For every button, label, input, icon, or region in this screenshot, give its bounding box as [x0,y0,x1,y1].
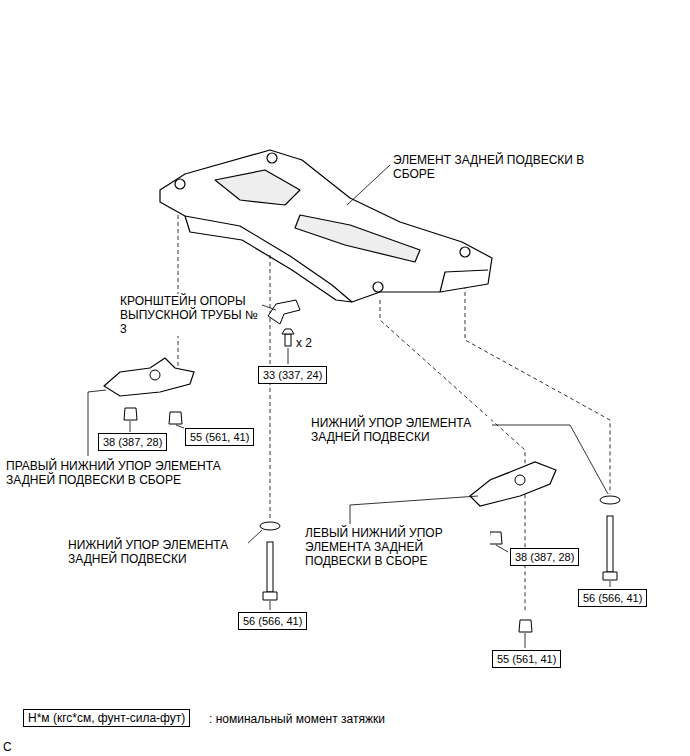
torque-value: 56 (566, 41) [583,592,642,604]
part-label: ЭЛЕМЕНТ ЗАДНЕЙ ПОДВЕСКИ В СБОРЕ [393,153,623,181]
part-label: x 2 [296,336,312,350]
torque-box: 55 (561, 41) [185,428,254,446]
torque-box: 38 (387, 28) [98,433,167,451]
part-label: НИЖНИЙ УПОР ЭЛЕМЕНТА ЗАДНЕЙ ПОДВЕСКИ [68,538,248,566]
part-label: НИЖНИЙ УПОР ЭЛЕМЕНТА ЗАДНЕЙ ПОДВЕСКИ [311,416,491,444]
torque-box: 56 (566, 41) [578,589,647,607]
torque-value: 38 (387, 28) [515,551,574,563]
torque-value: Н*м (кгс*см, фунт-сила-фут) [28,711,185,725]
torque-value: 38 (387, 28) [103,436,162,448]
torque-value: 55 (561, 41) [497,653,556,665]
part-label: ЛЕВЫЙ НИЖНИЙ УПОР ЭЛЕМЕНТА ЗАДНЕЙ ПОДВЕС… [305,526,490,568]
torque-value: 56 (566, 41) [243,615,302,627]
part-label: C [3,740,12,754]
torque-box: 55 (561, 41) [492,650,561,668]
torque-box: 56 (566, 41) [238,612,307,630]
part-label: : номинальный момент затяжки [209,712,385,726]
torque-value: 55 (561, 41) [190,431,249,443]
torque-box: 38 (387, 28) [510,548,579,566]
part-label: КРОНШТЕЙН ОПОРЫ ВЫПУСКНОЙ ТРУБЫ № 3 [120,294,260,336]
torque-box: 33 (337, 24) [258,366,327,384]
torque-value: 33 (337, 24) [263,369,322,381]
part-label: ПРАВЫЙ НИЖНИЙ УПОР ЭЛЕМЕНТА ЗАДНЕЙ ПОДВЕ… [6,459,256,487]
legend-torque-box: Н*м (кгс*см, фунт-сила-фут) [23,709,190,727]
